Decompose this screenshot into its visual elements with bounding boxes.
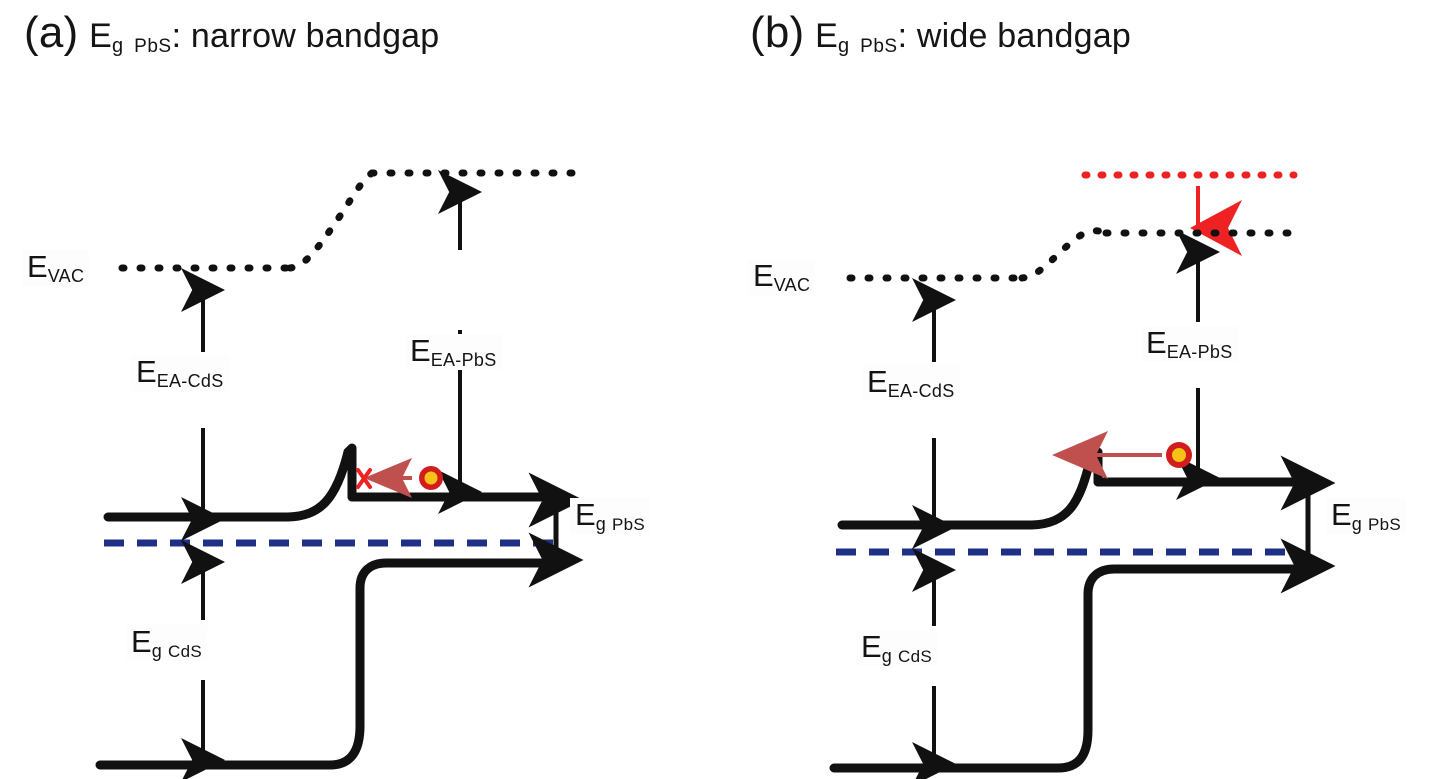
panel-a-tag: (a) <box>24 8 79 57</box>
label-eg-pbs-a-sub-material: PbS <box>612 515 646 534</box>
label-ea-pbs-a-E: E <box>410 333 431 368</box>
label-eg-pbs-a-E: E <box>575 497 596 532</box>
label-eg-pbs-a: Eg PbS <box>570 497 651 534</box>
panel-b-diagram <box>829 171 1336 779</box>
label-evac-a: EVAC <box>22 249 90 286</box>
panel-a-title-sub-g: g <box>112 35 124 57</box>
label-ea-cds-b: EEA-CdS <box>862 365 960 401</box>
label-ea-pbs-b-sub: EA-PbS <box>1166 342 1233 362</box>
conduction-band-a <box>103 443 546 522</box>
label-eg-cds-b-sub-material: CdS <box>898 647 932 666</box>
label-eg-pbs-b-sub-g: g <box>1351 514 1362 534</box>
electron-transfer-group-a <box>356 458 443 498</box>
electron-dot-icon-b <box>1166 442 1192 468</box>
label-evac-b: EVAC <box>748 258 816 295</box>
label-eg-cds-a-E: E <box>131 624 152 659</box>
blocked-x-icon-a <box>356 468 372 489</box>
valence-band-b <box>829 564 1305 773</box>
panel-b-title-rest: : wide bandgap <box>897 17 1131 55</box>
label-eg-pbs-b: Eg PbS <box>1326 497 1407 534</box>
panel-a-title-E: E <box>89 17 113 55</box>
panel-a-title-rest: : narrow bandgap <box>171 17 440 55</box>
label-eg-cds-a: Eg CdS <box>126 625 207 661</box>
electron-transfer-group-b <box>1052 431 1192 479</box>
label-ea-cds-a-sub: EA-CdS <box>156 371 224 391</box>
label-eg-cds-b-sub-g: g <box>881 646 892 666</box>
label-ea-pbs-a-sub: EA-PbS <box>430 350 497 370</box>
label-eg-pbs-b-E: E <box>1331 497 1352 532</box>
vacuum-level-line-b <box>846 227 1304 282</box>
label-ea-pbs-b-E: E <box>1146 325 1167 360</box>
panel-a-diagram <box>95 169 584 779</box>
panel-b-title-sub-g: g <box>838 35 850 57</box>
label-ea-cds-a: EEA-CdS <box>131 355 229 391</box>
conduction-band-b <box>837 447 1305 530</box>
panel-b-wide-bandgap: (b) Eg PbS: wide bandgap <box>722 0 1444 779</box>
valence-band-a <box>95 558 546 770</box>
label-ea-cds-a-E: E <box>136 354 157 389</box>
label-evac-b-E: E <box>753 258 774 293</box>
label-ea-cds-b-sub: EA-CdS <box>887 381 955 401</box>
panel-b-title-sub-material: PbS <box>860 36 898 57</box>
panel-b-tag: (b) <box>750 8 805 57</box>
label-eg-pbs-b-sub-material: PbS <box>1368 515 1402 534</box>
label-eg-cds-a-sub-material: CdS <box>168 642 202 661</box>
label-eg-cds-b: Eg CdS <box>856 630 937 666</box>
label-eg-cds-b-E: E <box>861 629 882 664</box>
label-evac-a-E: E <box>27 249 48 284</box>
electron-dot-icon-a <box>419 466 443 490</box>
label-evac-b-sub: VAC <box>773 275 811 295</box>
vacuum-level-line-a <box>118 169 576 272</box>
panel-b-title-E: E <box>815 17 839 55</box>
panel-a-title: (a) Eg PbS: narrow bandgap <box>24 8 439 58</box>
label-evac-a-sub: VAC <box>47 266 85 286</box>
panel-a-title-sub-material: PbS <box>134 36 172 57</box>
panel-a-narrow-bandgap: (a) Eg PbS: narrow bandgap <box>22 8 651 779</box>
label-ea-pbs-b: EEA-PbS <box>1141 326 1238 362</box>
label-eg-pbs-a-sub-g: g <box>595 514 606 534</box>
label-ea-pbs-a: EEA-PbS <box>405 334 502 370</box>
label-ea-cds-b-E: E <box>867 364 888 399</box>
label-eg-cds-a-sub-g: g <box>151 641 162 661</box>
panel-b-title: (b) Eg PbS: wide bandgap <box>750 8 1131 58</box>
